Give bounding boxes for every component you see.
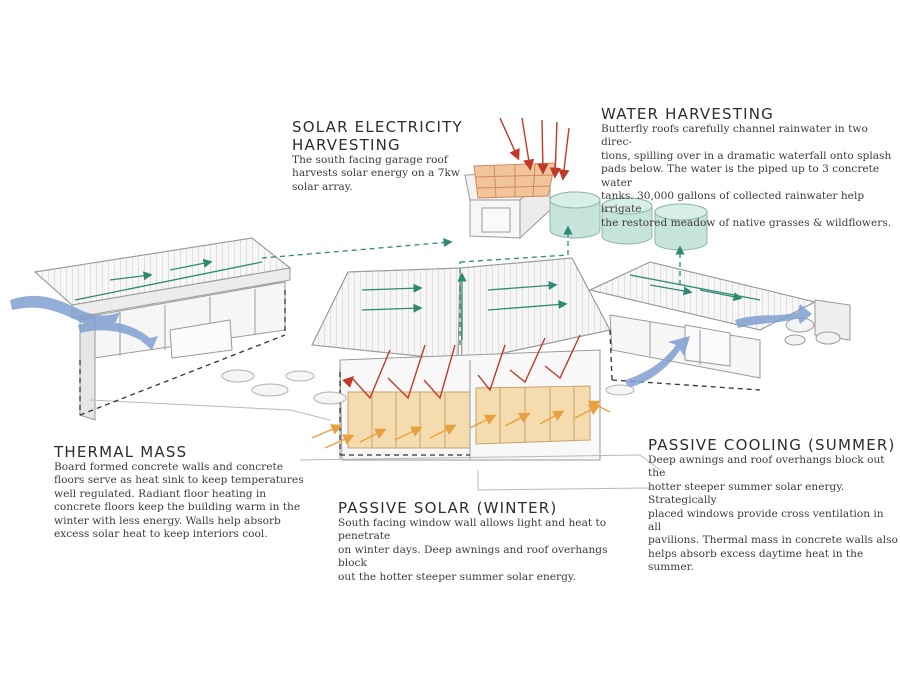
solar-electricity-body-2: harvests solar energy on a 7kw [292,167,460,180]
thermal-mass-body-5: winter with less energy. Walls help abso… [54,514,281,527]
water-tanks [549,191,708,251]
solar-electricity-body-1: The south facing garage roof [292,154,448,166]
passive-cooling-body-1: Deep awnings and roof overhangs block ou… [648,454,885,480]
passive-cooling-body-2: hotter steeper summer solar energy. Stra… [648,480,845,507]
rainwater-flow-lines [74,225,761,345]
thermal-mass-body-6: excess solar heat to keep interiors cool… [54,528,268,541]
passive-solar-body-3: out the hotter steeper summer solar ener… [338,570,576,583]
solar-electricity-title-2: HARVESTING [292,136,401,154]
passive-cooling-label: PASSIVE COOLING (SUMMER) Deep awnings an… [648,436,898,575]
water-harvesting-body-5: the restored meadow of native grasses & … [601,216,892,229]
paving-stones [221,369,635,405]
water-harvesting-title: WATER HARVESTING [601,105,774,123]
solar-electricity-body-3: solar array. [292,180,353,193]
water-harvesting-label: WATER HARVESTING Butterfly roofs careful… [601,105,896,230]
thermal-mass-outlines [79,290,761,456]
central-building [299,257,661,491]
water-harvesting-body-1: Butterfly roofs carefully channel rainwa… [601,123,868,149]
water-harvesting-body-2: tions, spilling over in a dramatic water… [601,149,892,162]
right-pavilion [588,261,851,379]
solar-panel-array [473,162,556,199]
thermal-mass-body-3: well regulated. Radiant floor heating in [54,487,267,500]
passive-cooling-body-4: pavilions. Thermal mass in concrete wall… [648,534,898,547]
left-pavilion [33,237,331,421]
passive-solar-title: PASSIVE SOLAR (WINTER) [338,499,558,517]
thermal-mass-title: THERMAL MASS [54,443,188,461]
water-harvesting-body-3: pads below. The water is the piped up to… [601,163,880,189]
passive-solar-body-1: South facing window wall allows light an… [338,517,607,543]
passive-cooling-title: PASSIVE COOLING (SUMMER) [648,436,896,454]
thermal-mass-label: THERMAL MASS Board formed concrete walls… [54,443,304,541]
passive-solar-label: PASSIVE SOLAR (WINTER) South facing wind… [338,499,638,584]
winter-sun-arrows [311,400,611,449]
solar-electricity-label: SOLAR ELECTRICITY HARVESTING The south f… [292,118,492,194]
passive-cooling-body-3: placed windows provide cross ventilation… [648,507,884,534]
passive-cooling-body-5: helps absorb excess daytime heat in the … [648,547,864,574]
passive-solar-body-2: on winter days. Deep awnings and roof ov… [338,543,608,570]
summer-sun-arrows [342,117,581,400]
water-harvesting-body-4: tanks. 30,000 gallons of collected rainw… [601,190,865,216]
thermal-mass-body-2: floors serve as heat sink to keep temper… [54,474,304,487]
solar-electricity-title-1: SOLAR ELECTRICITY [292,118,463,136]
thermal-mass-body-1: Board formed concrete walls and concrete [54,461,283,473]
thermal-mass-body-4: concrete floors keep the building warm i… [54,501,301,514]
wind-flows [10,295,812,388]
